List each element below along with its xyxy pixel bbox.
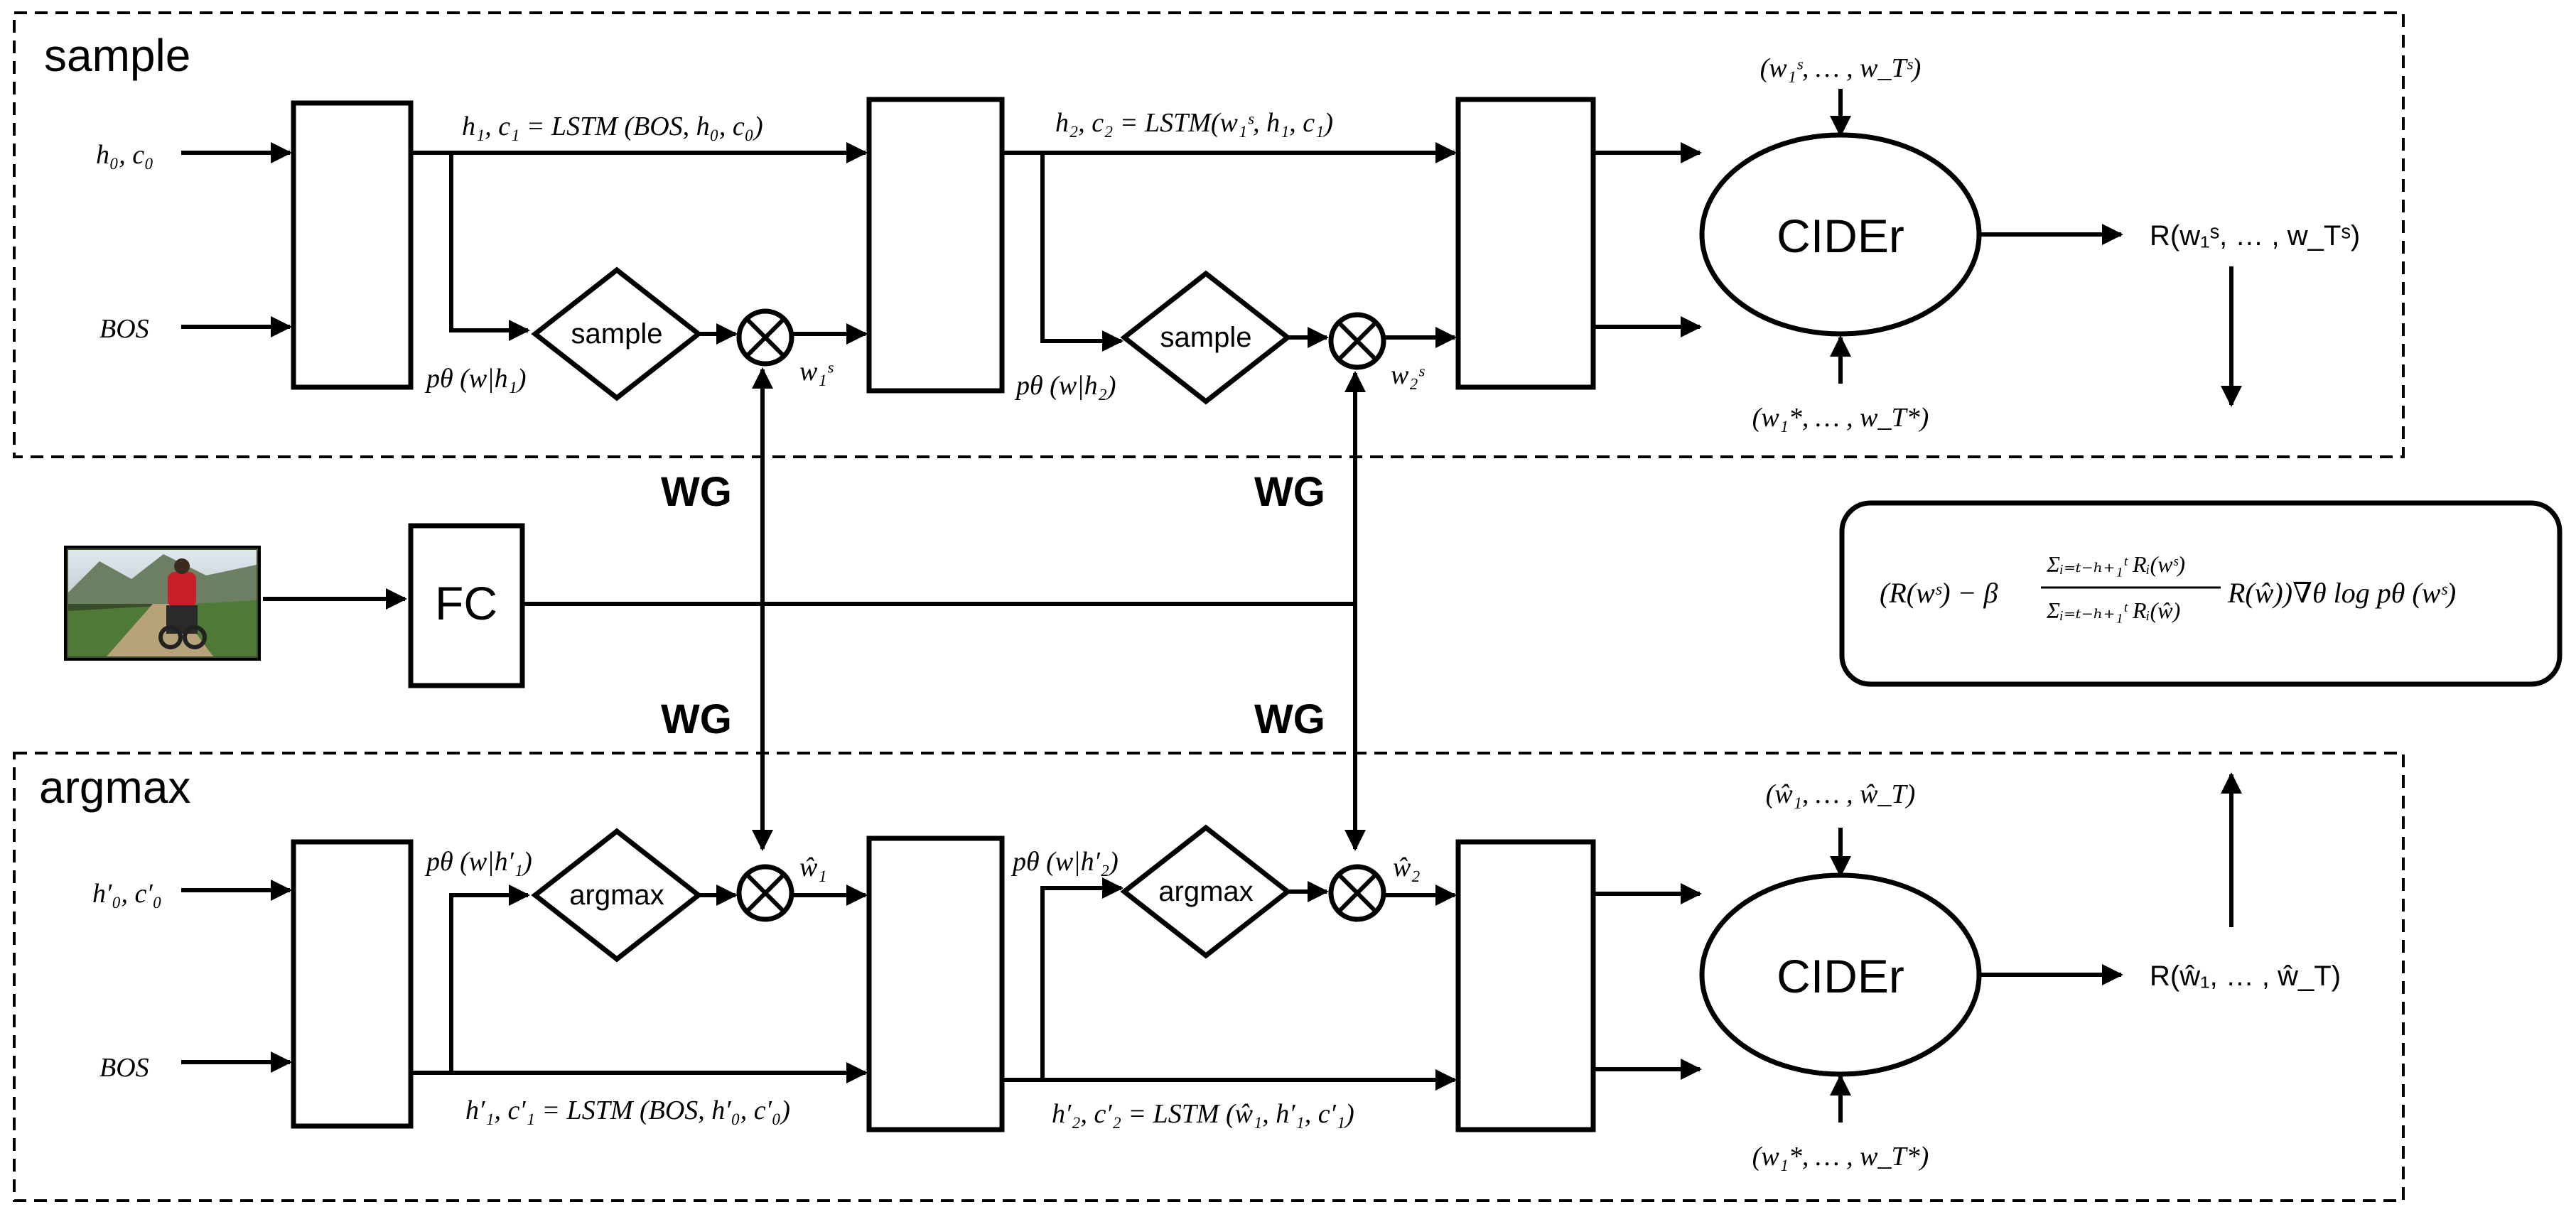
bottom-prob-2: pθ (w|h′₂) — [1011, 847, 1119, 877]
loss-formula-box — [1839, 500, 2562, 687]
bottom-lstm1-label: h′₁, c′₁ = LSTM (BOS, h′₀, c′₀) — [465, 1096, 790, 1125]
bottom-prob-branch-2 — [1040, 877, 1123, 1080]
fc-label: FC — [435, 577, 497, 629]
top-cider-label: CIDEr — [1777, 210, 1904, 262]
wg-label-2: WG — [1254, 469, 1325, 515]
top-sample-label-1: sample — [571, 318, 663, 350]
top-input-bos: BOS — [99, 314, 149, 344]
top-prob-2: pθ (w|h₂) — [1014, 371, 1116, 401]
bottom-word-1: ŵ₁ — [799, 853, 827, 882]
bottom-argmax-diamond-2 — [1120, 824, 1292, 959]
bottom-lstm-cell-2 — [866, 835, 1005, 1132]
top-prob-1: pθ (w|h₁) — [424, 364, 526, 394]
fc-box — [408, 523, 525, 688]
top-prob-branch-2 — [1040, 153, 1123, 352]
bottom-cider-label: CIDEr — [1777, 950, 1904, 1002]
argmax-section-frame — [13, 752, 2405, 1202]
bottom-argmax-label-2: argmax — [1158, 876, 1253, 907]
top-sample-label-2: sample — [1160, 322, 1252, 353]
top-lstm2-label: h₂, c₂ = LSTM(w₁ˢ, h₁, c₁) — [1055, 108, 1333, 138]
bottom-cider-ground-truth: (w₁*, … , w_T*) — [1752, 1142, 1929, 1172]
bottom-argmax-diamond-1 — [531, 828, 703, 963]
wg-label-3: WG — [661, 696, 732, 742]
top-lstm-cell-2 — [866, 97, 1005, 394]
top-cider-reference-sample: (w₁ˢ, … , w_Tˢ) — [1760, 53, 1922, 83]
bottom-lstm-cell-3 — [1455, 839, 1596, 1132]
formula-numerator: Σᵢ₌ₜ₋ₕ₊₁ᵗ Rᵢ(wˢ) — [2046, 551, 2185, 577]
top-prob-branch-1 — [449, 153, 530, 341]
top-sample-diamond-1 — [531, 266, 703, 401]
bottom-word-2: ŵ₂ — [1393, 853, 1421, 882]
formula-tail: R(ŵ))∇θ log pθ (wˢ) — [2227, 577, 2456, 609]
wg-label-4: WG — [1254, 696, 1325, 742]
wg-label-1: WG — [661, 469, 732, 515]
top-word-1: w₁ˢ — [799, 357, 834, 386]
input-video-frame — [64, 546, 261, 661]
top-cider-ground-truth: (w₁*, … , w_T*) — [1752, 403, 1929, 433]
bottom-input-state: h′₀, c′₀ — [92, 879, 162, 909]
bottom-input-bos: BOS — [99, 1053, 149, 1083]
top-reward: R(w₁ˢ, … , w_Tˢ) — [2150, 220, 2360, 251]
bottom-prob-branch-1 — [449, 885, 530, 1073]
argmax-section-title: argmax — [39, 762, 190, 813]
bottom-cider-reference-greedy: (ŵ₁, … , ŵ_T) — [1766, 779, 1916, 809]
top-lstm1-label: h₁, c₁ = LSTM (BOS, h₀, c₀) — [462, 112, 763, 141]
bottom-prob-1: pθ (w|h′₁) — [424, 847, 532, 877]
top-sample-diamond-2 — [1120, 270, 1292, 405]
bottom-reward: R(ŵ₁, … , ŵ_T) — [2150, 961, 2341, 992]
bottom-lstm-cell-1 — [291, 839, 414, 1129]
sample-section-frame — [13, 11, 2405, 458]
top-word-2: w₂ˢ — [1391, 360, 1426, 390]
top-lstm-cell-1 — [291, 100, 414, 390]
formula-denominator: Σᵢ₌ₜ₋ₕ₊₁ᵗ Rᵢ(ŵ) — [2046, 597, 2180, 623]
formula-lead: (R(wˢ) − β — [1880, 577, 1998, 609]
bottom-lstm2-label: h′₂, c′₂ = LSTM (ŵ₁, h′₁, c′₁) — [1052, 1099, 1354, 1129]
sample-section-title: sample — [44, 30, 190, 81]
bottom-argmax-label-1: argmax — [569, 880, 664, 911]
top-lstm-cell-3 — [1455, 97, 1596, 390]
top-input-state: h₀, c₀ — [96, 140, 153, 170]
